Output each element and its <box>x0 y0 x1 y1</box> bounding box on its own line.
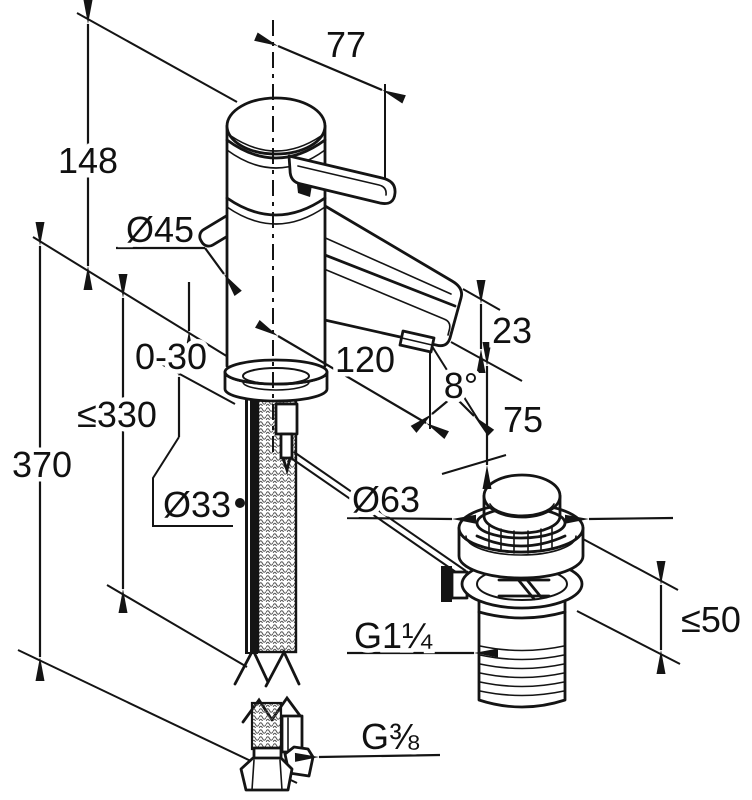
dim-63-leader-left <box>346 514 477 524</box>
spout-top-front-edge <box>300 244 457 308</box>
label-g38: G⅜ <box>361 716 420 757</box>
dimension-labels: 148 77 Ø45 0-30 ≤330 370 120 23 8° 75 Ø3… <box>7 20 745 762</box>
hose-break-mark-2 <box>264 648 301 688</box>
hose-stub-left <box>250 701 283 751</box>
label-370: 370 <box>12 444 72 485</box>
threaded-shank <box>245 394 258 654</box>
hose-end-line <box>106 584 248 668</box>
waste-nut-extension <box>576 610 681 665</box>
label-d45: Ø45 <box>126 209 194 250</box>
pull-rod-upper <box>274 402 299 436</box>
label-75: 75 <box>503 399 543 440</box>
deck-bottom-line <box>151 358 236 405</box>
dim-33-bracket <box>152 436 233 527</box>
angle-arrow-right <box>455 397 495 437</box>
dim-45-leader <box>204 247 242 297</box>
tailpiece-band <box>477 610 567 620</box>
base-flange-top <box>223 358 329 386</box>
label-120: 120 <box>335 339 395 380</box>
waste-flange-rim <box>465 535 577 556</box>
plug-knob <box>482 473 562 519</box>
cap-top <box>225 96 327 156</box>
dim-g38-leader <box>294 752 441 762</box>
dim-120-line <box>255 319 449 440</box>
pop-up-rod-link-2 <box>293 451 467 572</box>
label-77: 77 <box>326 24 366 65</box>
label-8deg: 8° <box>444 365 478 406</box>
cap-band-1 <box>225 138 327 160</box>
nut-facet-1 <box>251 759 255 791</box>
pop-up-waste <box>441 473 585 709</box>
label-0-30: 0-30 <box>135 336 207 377</box>
faucet <box>198 96 463 403</box>
hex-nut-large <box>239 756 294 792</box>
body-ring-2 <box>226 206 326 225</box>
pull-rod-tip <box>281 456 292 476</box>
supply-assembly <box>233 392 467 792</box>
knob-bottom-arc <box>482 514 562 535</box>
dim-77-line <box>254 32 406 104</box>
cap-inner-rim <box>230 135 322 152</box>
crown-bottom-arc <box>475 534 567 548</box>
deck-top-line <box>32 236 234 361</box>
knob-inner-arc <box>489 503 555 517</box>
pull-rod-lower <box>279 432 294 460</box>
angle-arrow-left <box>410 398 451 433</box>
waste-flange-extension <box>582 538 679 591</box>
label-d33: Ø33 <box>163 484 231 525</box>
label-23: 23 <box>492 310 532 351</box>
label-d63: Ø63 <box>352 479 420 520</box>
lever-handle <box>287 154 397 205</box>
dim-63-leader-right <box>564 514 674 524</box>
nut-facet-2 <box>279 759 283 791</box>
crown-slats <box>488 525 553 554</box>
faucet-top-extension <box>76 12 238 103</box>
label-148: 148 <box>58 140 118 181</box>
spout-front-highlight <box>299 258 451 336</box>
lever-highlight <box>297 165 387 196</box>
dimension-lines <box>35 0 674 762</box>
rod-clevis-dark <box>441 566 452 602</box>
label-g114: G1¼ <box>354 615 433 656</box>
hose-break-mark-1 <box>233 646 270 686</box>
label-330: ≤330 <box>77 394 157 435</box>
spout-top-highlight <box>311 231 452 295</box>
dim-33-leader-dot <box>235 498 245 508</box>
label-50: ≤50 <box>681 599 741 640</box>
waste-top-extension <box>441 454 507 475</box>
body-ring-1 <box>225 196 327 217</box>
cap-band-2 <box>226 149 326 169</box>
